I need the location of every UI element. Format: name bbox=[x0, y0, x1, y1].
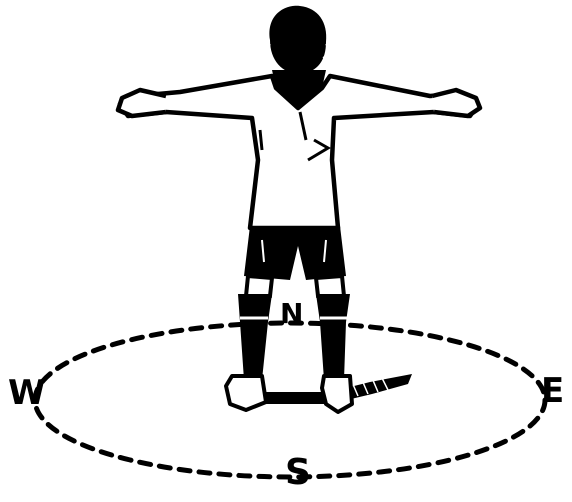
right-boot bbox=[322, 376, 352, 412]
left-boot bbox=[226, 376, 266, 410]
left-leg bbox=[246, 276, 272, 296]
compass-north-label: N bbox=[280, 300, 303, 328]
shorts bbox=[244, 226, 346, 280]
left-sock bbox=[238, 294, 272, 380]
compass-south-label: S bbox=[285, 455, 311, 491]
left-hand bbox=[118, 90, 166, 116]
right-sock bbox=[316, 294, 350, 380]
compass-east-label: E bbox=[541, 374, 564, 408]
compass-west-label: W bbox=[8, 376, 46, 410]
right-hand bbox=[432, 90, 480, 116]
right-leg bbox=[316, 276, 344, 296]
head bbox=[269, 6, 326, 74]
